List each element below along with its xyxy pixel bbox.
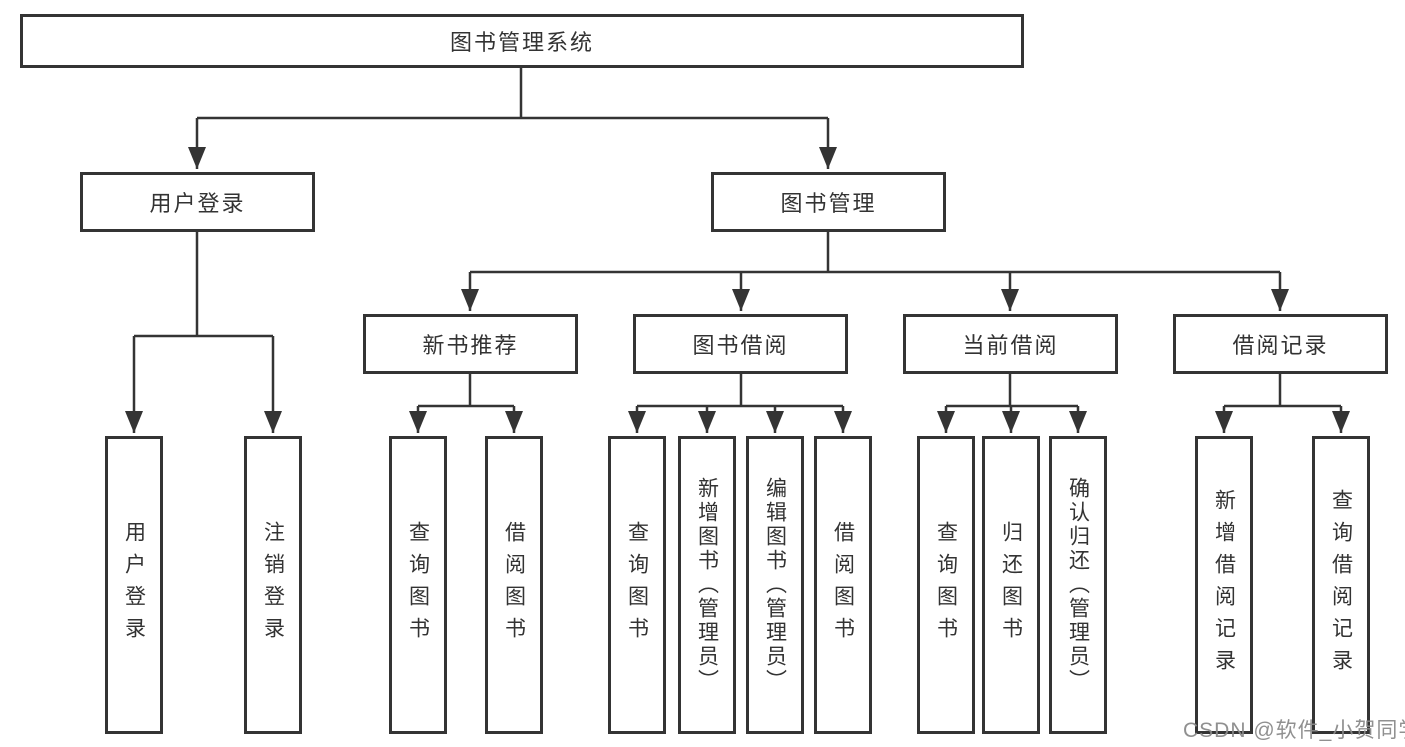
connector-book-borrowing-children (628, 374, 852, 433)
node-new-book-recommend: 新书推荐 (363, 314, 578, 374)
leaf-borrow-books-borrowing: 借阅图书 (814, 436, 872, 734)
node-book-management: 图书管理 (711, 172, 946, 232)
node-current-borrowing: 当前借阅 (903, 314, 1118, 374)
leaf-return-books: 归还图书 (982, 436, 1040, 734)
leaf-logout: 注销登录 (244, 436, 302, 734)
node-borrowing-records: 借阅记录 (1173, 314, 1388, 374)
leaf-edit-books-admin: 编辑图书（管理员） (746, 436, 804, 734)
connector-borrowing-records-children (1215, 374, 1350, 433)
node-user-login: 用户登录 (80, 172, 315, 232)
csdn-watermark: CSDN @软件_小贺同学 (1183, 719, 1405, 742)
leaf-query-books-borrowing: 查询图书 (608, 436, 666, 734)
connector-root-to-level2 (188, 68, 837, 169)
node-book-borrowing: 图书借阅 (633, 314, 848, 374)
node-library-system: 图书管理系统 (20, 14, 1024, 68)
leaf-query-borrow-record: 查询借阅记录 (1312, 436, 1370, 734)
leaf-query-books-recommend: 查询图书 (389, 436, 447, 734)
leaf-borrow-books-recommend: 借阅图书 (485, 436, 543, 734)
leaf-add-borrow-record: 新增借阅记录 (1195, 436, 1253, 734)
connector-user-login-children (125, 232, 282, 433)
leaf-query-books-current: 查询图书 (917, 436, 975, 734)
connector-current-borrowing-children (937, 374, 1087, 433)
connector-book-management-children (461, 232, 1289, 311)
leaf-add-books-admin: 新增图书（管理员） (678, 436, 736, 734)
leaf-user-login: 用户登录 (105, 436, 163, 734)
leaf-confirm-return-admin: 确认归还（管理员） (1049, 436, 1107, 734)
connector-new-book-recommend-children (409, 374, 523, 433)
